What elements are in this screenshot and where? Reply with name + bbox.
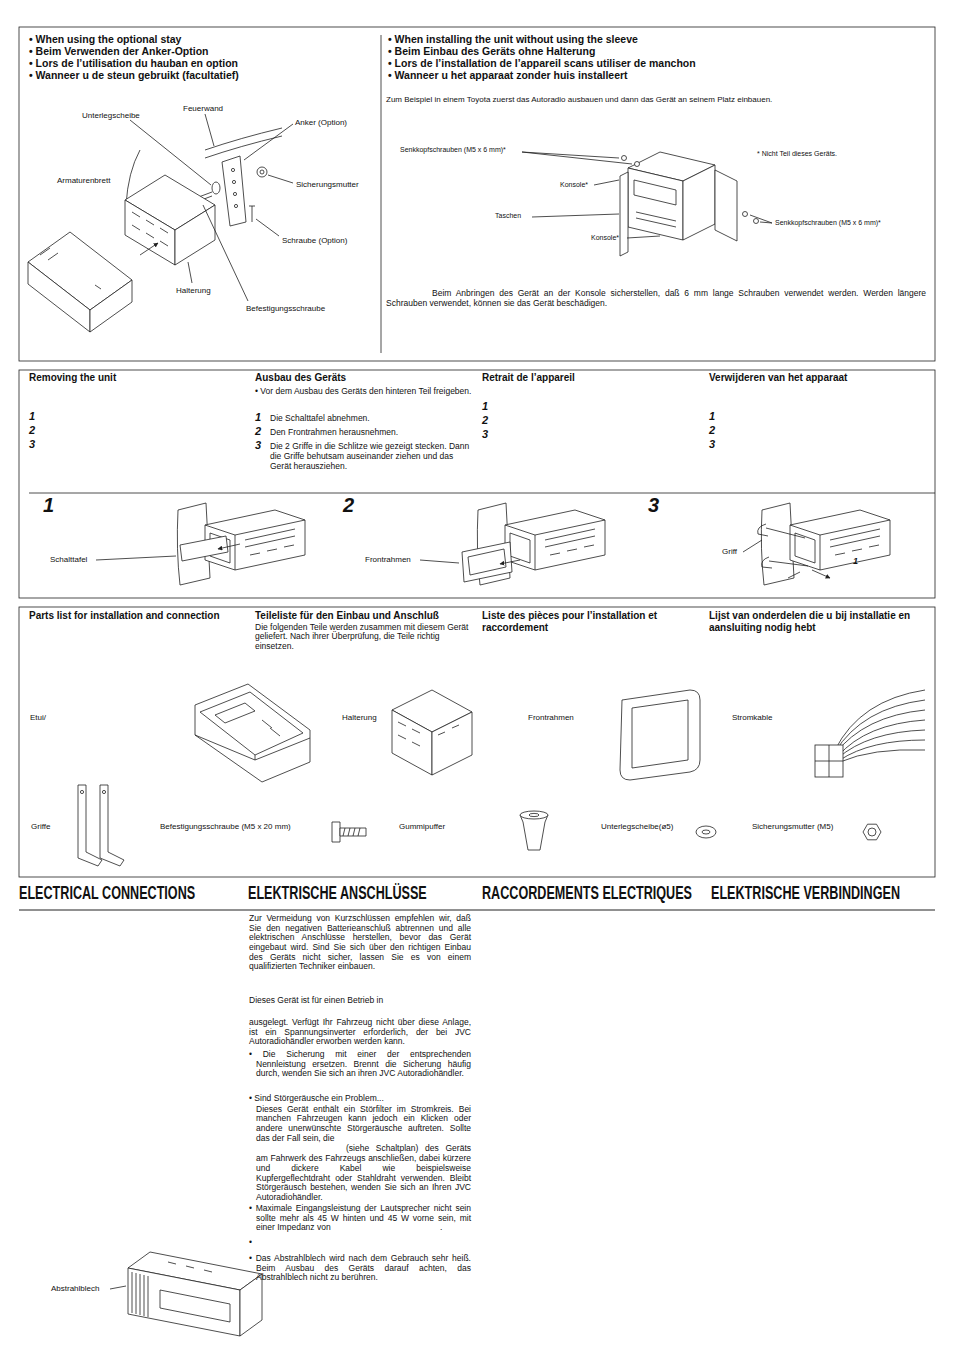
part-label: .	[440, 1223, 442, 1233]
panel-heading: Lijst van onderdelen die u bij installat…	[709, 610, 924, 633]
sleeve-less-illustration	[522, 152, 772, 256]
instruction-panel: Removing the unit Ausbau des Geräts • Vor …	[19, 370, 935, 598]
step-number: 2	[343, 494, 354, 517]
paragraph: • Die Sicherung mit einer der entspreche…	[249, 1050, 471, 1079]
step-number: 1	[255, 411, 261, 424]
parts-illustrations	[78, 684, 925, 866]
part-label: Griffe	[31, 822, 50, 831]
part-label: •	[249, 1238, 252, 1248]
paragraph: Zur Vermeidung von Kurzschlüssen empfehl…	[249, 914, 471, 972]
panel-heading: Teileliste für den Einbau und Anschluß	[255, 610, 477, 622]
part-label: Griff	[722, 547, 737, 556]
section-heading: ELECTRICAL CONNECTIONS	[19, 884, 195, 904]
part-label: * Nicht Teil dieses Geräts.	[757, 150, 837, 158]
part-label: Taschen	[495, 212, 521, 220]
step-number: 2	[29, 424, 35, 437]
panel-heading: • Wanneer u de steun gebruikt (facultati…	[29, 69, 239, 81]
step-number: 1	[709, 410, 715, 423]
panel-heading: Liste des pièces pour l’installation et …	[482, 610, 697, 633]
heat-sink-illustration	[110, 1252, 262, 1336]
step-number: 3	[255, 439, 261, 452]
step-number: 2	[255, 425, 261, 438]
part-label: Die Schalttafel abnehmen.	[270, 414, 473, 424]
step-number: 2	[482, 414, 488, 427]
part-label: Unterlegscheibe(ø5)	[601, 822, 673, 831]
part-label: Senkkopfschrauben (M5 x 6 mm)*	[400, 146, 506, 154]
part-label: Gummipuffer	[399, 822, 445, 831]
panel-heading: Retrait de l’appareil	[482, 372, 697, 384]
panel-heading: Parts list for installation and connecti…	[29, 610, 249, 622]
part-label: Stromkable	[732, 713, 772, 722]
part-label: Konsole*	[591, 234, 619, 242]
step-number: 1	[43, 494, 54, 517]
panel-heading: • Wanneer u het apparaat zonder huis ins…	[388, 69, 628, 81]
step-number: 3	[648, 494, 659, 517]
part-label: Den Frontrahmen herausnehmen.	[270, 428, 473, 438]
part-label: Frontrahmen	[528, 713, 574, 722]
instruction-panel: Parts list for installation and connecti…	[19, 607, 935, 877]
part-label: Sicherungsmutter	[296, 180, 359, 189]
part-label: Feuerwand	[183, 104, 223, 113]
paragraph: Dieses Gerät enthält ein Störfilter im S…	[256, 1105, 471, 1144]
step-number: 3	[709, 438, 715, 451]
stay-illustration	[28, 114, 293, 332]
part-label: Zum Beispiel in einem Toyota zuerst das …	[386, 95, 926, 104]
paragraph: Dieses Gerät ist für einen Betrieb in	[249, 996, 471, 1006]
instruction-panel: • When installing the unit without using…	[381, 27, 935, 361]
part-label: Schalttafel	[50, 555, 87, 564]
panel-heading: • When using the optional stay	[29, 33, 181, 45]
part-label: Halterung	[176, 286, 211, 295]
part-label: Unterlegscheibe	[82, 111, 140, 120]
frames	[19, 27, 935, 910]
section-heading: ELEKTRISCHE ANSCHLÜSSE	[248, 884, 427, 904]
part-label: Befestigungsschraube (M5 x 20 mm)	[160, 822, 291, 831]
step-number: 1	[29, 410, 35, 423]
instruction-panel: • When using the optional stay• Beim Ver…	[19, 27, 381, 361]
step-number: 1	[482, 400, 488, 413]
paragraph: ausgelegt. Verfügt Ihr Fahrzeug nicht üb…	[249, 1018, 471, 1047]
section-heading: ELEKTRISCHE VERBINDINGEN	[711, 884, 900, 904]
removal-illustrations	[96, 503, 890, 585]
panel-heading: Removing the unit	[29, 372, 244, 384]
part-label: Die folgenden Teile werden zusammen mit …	[255, 623, 477, 652]
step-number: 3	[29, 438, 35, 451]
part-label: Konsole*	[560, 181, 588, 189]
part-label: Anker (Option)	[295, 118, 347, 127]
part-label: Senkkopfschrauben (M5 x 6 mm)*	[775, 219, 881, 227]
part-label: Die 2 Griffe in die Schlitze wie gezeigt…	[270, 442, 473, 471]
step-number: 2	[709, 424, 715, 437]
paragraph: • Vor dem Ausbau des Geräts den hinteren…	[255, 387, 473, 397]
part-label: Befestigungsschraube	[246, 304, 325, 313]
section-heading: RACCORDEMENTS ELECTRIQUES	[482, 884, 692, 904]
paragraph: • Maximale Eingangsleistung der Lautspre…	[249, 1204, 471, 1233]
part-label: Schraube (Option)	[282, 236, 347, 245]
paragraph: • Das Abstrahlblech wird nach dem Gebrau…	[249, 1254, 471, 1283]
part-label: Frontrahmen	[365, 555, 411, 564]
panel-heading: • Beim Einbau des Geräts ohne Halterung	[388, 45, 595, 57]
part-label: Abstrahlblech	[51, 1284, 99, 1293]
part-label: Armaturenbrett	[57, 176, 110, 185]
part-label: Halterung	[342, 713, 377, 722]
paragraph: • Sind Störgeräusche ein Problem...	[249, 1094, 471, 1104]
panel-heading: • Lors de l’installation de l’appareil s…	[388, 57, 696, 69]
step-number: 1	[853, 556, 858, 566]
paragraph: (siehe Schaltplan) des Geräts am Fahrwer…	[256, 1144, 471, 1202]
panel-heading: • When installing the unit without using…	[388, 33, 638, 45]
part-label: Sicherungsmutter (M5)	[752, 822, 833, 831]
panel-heading: • Beim Verwenden der Anker-Option	[29, 45, 209, 57]
paragraph: Beim Anbringen des Gerät an der Konsole …	[386, 289, 926, 308]
part-label: Etui/	[30, 713, 46, 722]
step-number: 3	[482, 428, 488, 441]
panel-heading: • Lors de l’utilisation du hauban en opt…	[29, 57, 238, 69]
panel-heading: Ausbau des Geräts	[255, 372, 473, 384]
panel-heading: Verwijderen van het apparaat	[709, 372, 924, 384]
